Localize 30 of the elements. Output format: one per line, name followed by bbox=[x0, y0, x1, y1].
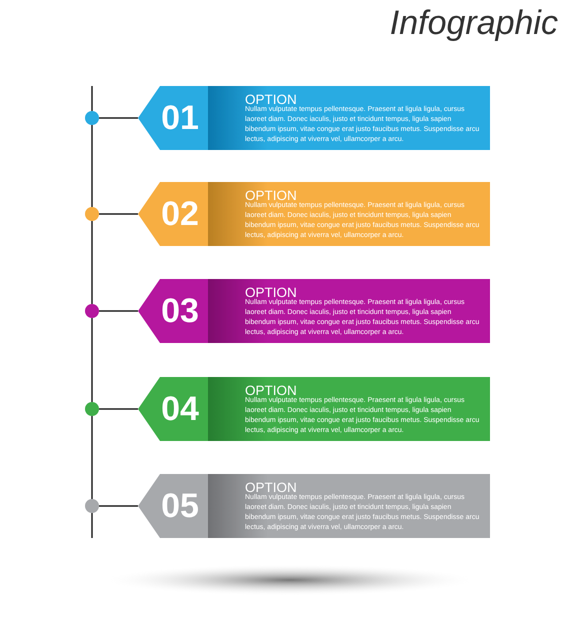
step-number: 05 bbox=[160, 486, 200, 526]
option-heading: OPTION bbox=[245, 481, 297, 495]
connector-line bbox=[91, 221, 93, 304]
step-number: 01 bbox=[160, 98, 200, 138]
connector-line bbox=[99, 310, 138, 312]
option-heading: OPTION bbox=[245, 384, 297, 398]
connector-line bbox=[91, 125, 93, 207]
timeline-dot bbox=[85, 499, 99, 513]
arrow-banner bbox=[138, 474, 490, 538]
option-heading: OPTION bbox=[245, 189, 297, 203]
timeline-dot bbox=[85, 111, 99, 125]
timeline-dot bbox=[85, 304, 99, 318]
step-number: 04 bbox=[160, 389, 200, 429]
option-heading: OPTION bbox=[245, 286, 297, 300]
connector-line bbox=[99, 213, 138, 215]
arrow-banner bbox=[138, 182, 490, 246]
option-heading: OPTION bbox=[245, 93, 297, 107]
connector-line bbox=[99, 117, 138, 119]
connector-line bbox=[91, 416, 93, 499]
title: Infographic bbox=[388, 4, 558, 43]
arrow-banner bbox=[138, 377, 490, 441]
connector-line bbox=[99, 505, 138, 507]
step-number: 02 bbox=[160, 194, 200, 234]
timeline-dot bbox=[85, 207, 99, 221]
connector-line bbox=[99, 408, 138, 410]
arrow-banner bbox=[138, 86, 490, 150]
timeline-dot bbox=[85, 402, 99, 416]
arrow-banner bbox=[138, 279, 490, 343]
step-number: 03 bbox=[160, 291, 200, 331]
connector-line bbox=[91, 318, 93, 402]
